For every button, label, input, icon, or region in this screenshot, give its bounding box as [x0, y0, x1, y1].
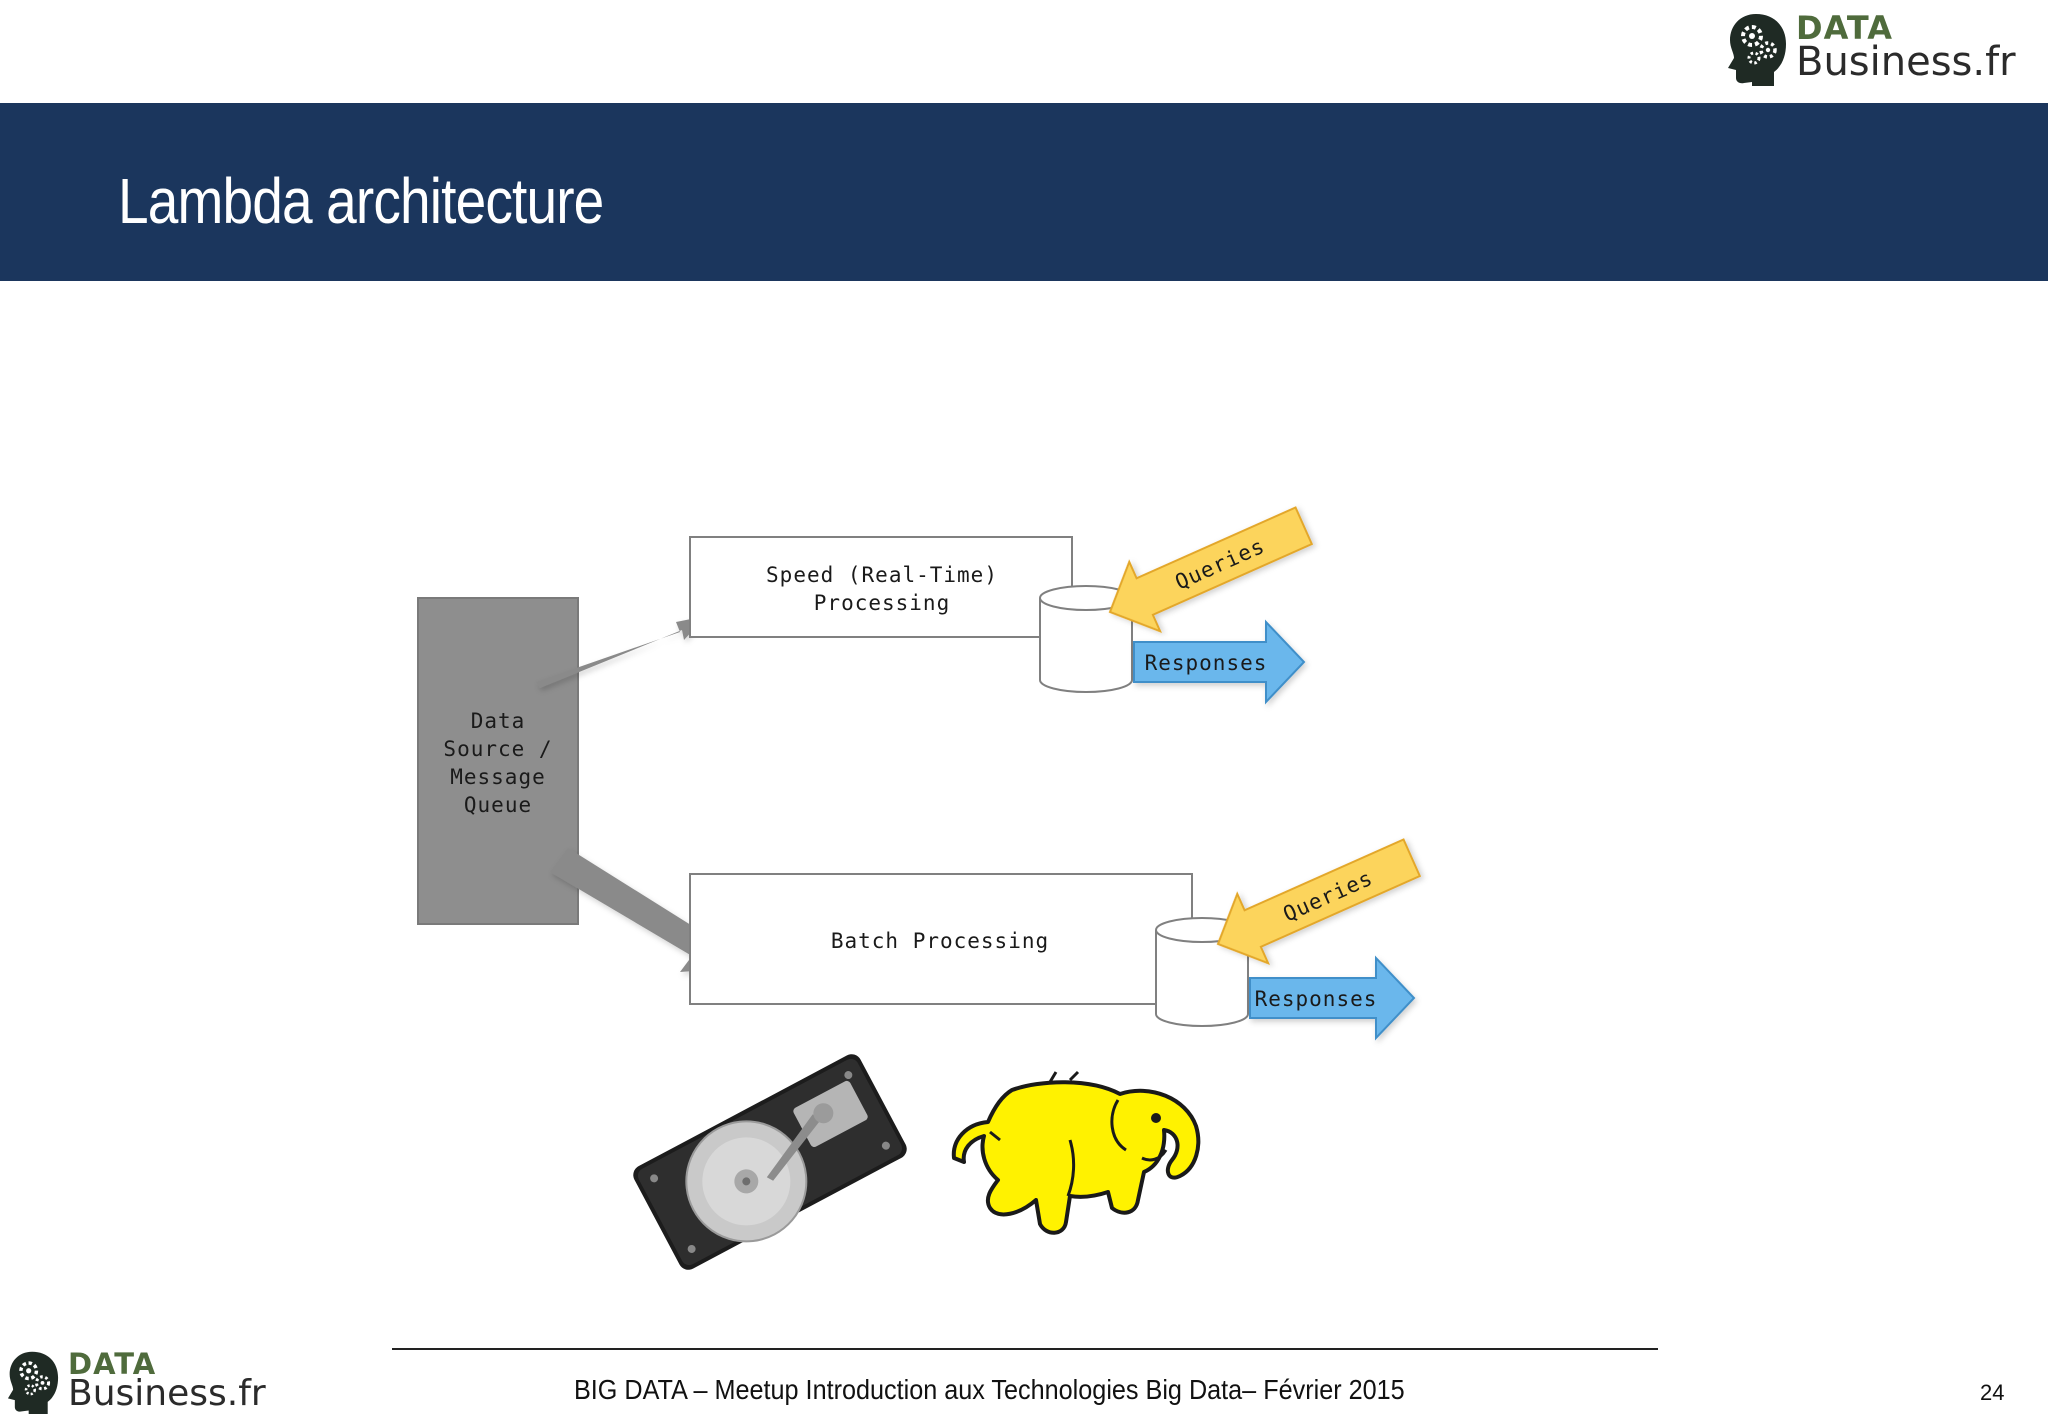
logo-data-text: DATA: [1796, 9, 1893, 47]
batch-layer-label: Batch Processing: [831, 929, 1049, 953]
arrow-to-batch-layer: [550, 848, 734, 972]
data-source-label-2: Source /: [443, 737, 552, 761]
data-source-box: Data Source / Message Queue: [417, 597, 579, 925]
head-gears-icon: [1728, 14, 1786, 86]
speed-responses-arrow: Responses: [1133, 619, 1306, 705]
head-gears-icon: [7, 1351, 59, 1414]
footer-text: BIG DATA – Meetup Introduction aux Techn…: [574, 1374, 1405, 1405]
speed-layer-label-2: Processing: [814, 591, 950, 615]
batch-responses-label: Responses: [1255, 987, 1378, 1011]
logo-data-text: DATA: [68, 1347, 157, 1381]
speed-layer-database-icon: [1039, 585, 1133, 693]
data-source-label-4: Queue: [464, 793, 532, 817]
data-source-label-3: Message: [450, 765, 546, 789]
slide-title: Lambda architecture: [118, 165, 604, 237]
speed-responses-label: Responses: [1145, 651, 1268, 675]
hadoop-elephant-image: [951, 1070, 1201, 1235]
batch-responses-arrow: Responses: [1249, 955, 1416, 1041]
title-banner: Lambda architecture: [0, 103, 2048, 281]
speed-queries-arrow: Queries: [1108, 506, 1314, 634]
logo-business-text: Business.fr: [1796, 39, 2016, 85]
footer-divider: [392, 1348, 1658, 1350]
batch-layer-box: Batch Processing: [689, 873, 1193, 1005]
data-source-label-1: Data: [471, 709, 526, 733]
brand-logo-bottom: DATA Business.fr: [6, 1350, 266, 1414]
arrow-to-speed-layer: [536, 616, 706, 688]
speed-layer-box: Speed (Real-Time) Processing: [689, 536, 1073, 638]
logo-business-text: Business.fr: [68, 1373, 266, 1414]
brand-logo-top: DATA Business.fr: [1726, 12, 2016, 86]
page-number: 24: [1980, 1380, 2005, 1405]
hard-drive-image: [633, 1054, 907, 1270]
speed-layer-label-1: Speed (Real-Time): [766, 563, 998, 587]
